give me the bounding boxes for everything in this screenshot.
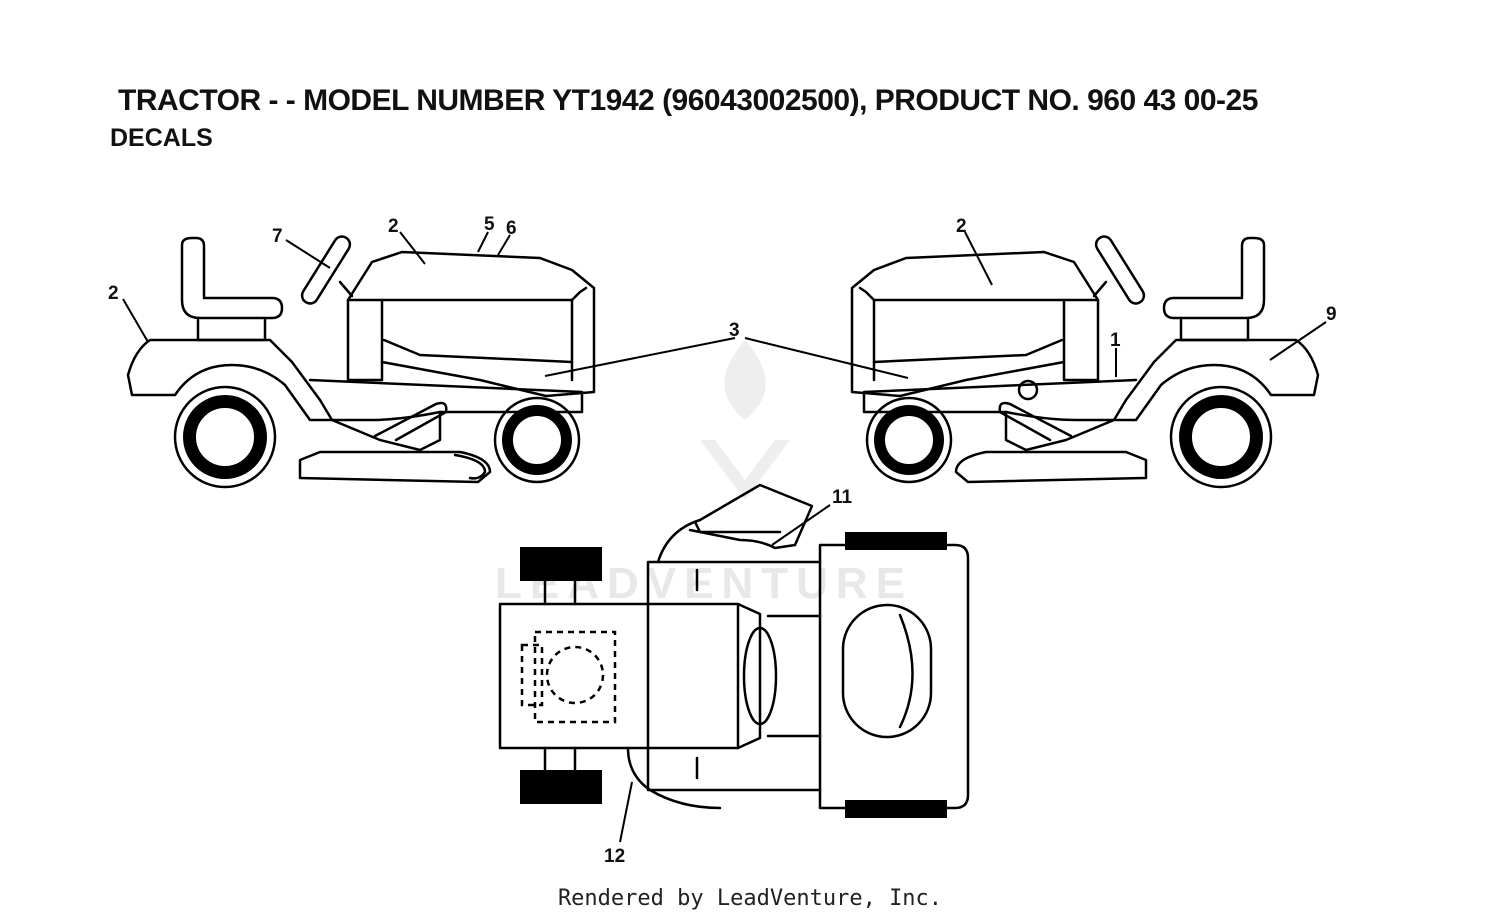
tractor-left-side-view xyxy=(126,235,596,489)
callout-3: 3 xyxy=(729,320,740,341)
callout-1: 1 xyxy=(1110,330,1121,351)
callout-2-left-hood: 2 xyxy=(388,216,399,237)
callout-11: 11 xyxy=(832,487,853,508)
callouts: 2 7 2 5 6 3 2 1 9 11 12 xyxy=(108,214,1337,867)
callout-2-left-rear: 2 xyxy=(108,283,119,304)
callout-2-right-hood: 2 xyxy=(956,216,967,237)
footer-credit: Rendered by LeadVenture, Inc. xyxy=(557,886,943,911)
callout-7: 7 xyxy=(272,226,283,247)
callout-5: 5 xyxy=(484,214,495,235)
leader-lines xyxy=(122,231,1327,843)
callout-12: 12 xyxy=(604,846,625,867)
callout-9: 9 xyxy=(1326,304,1337,325)
tractor-right-side-view xyxy=(850,235,1320,489)
tractor-top-view xyxy=(498,483,970,818)
callout-6: 6 xyxy=(506,218,517,239)
page-subtitle: DECALS xyxy=(110,124,213,152)
page-title: TRACTOR - - MODEL NUMBER YT1942 (9604300… xyxy=(118,84,1258,117)
